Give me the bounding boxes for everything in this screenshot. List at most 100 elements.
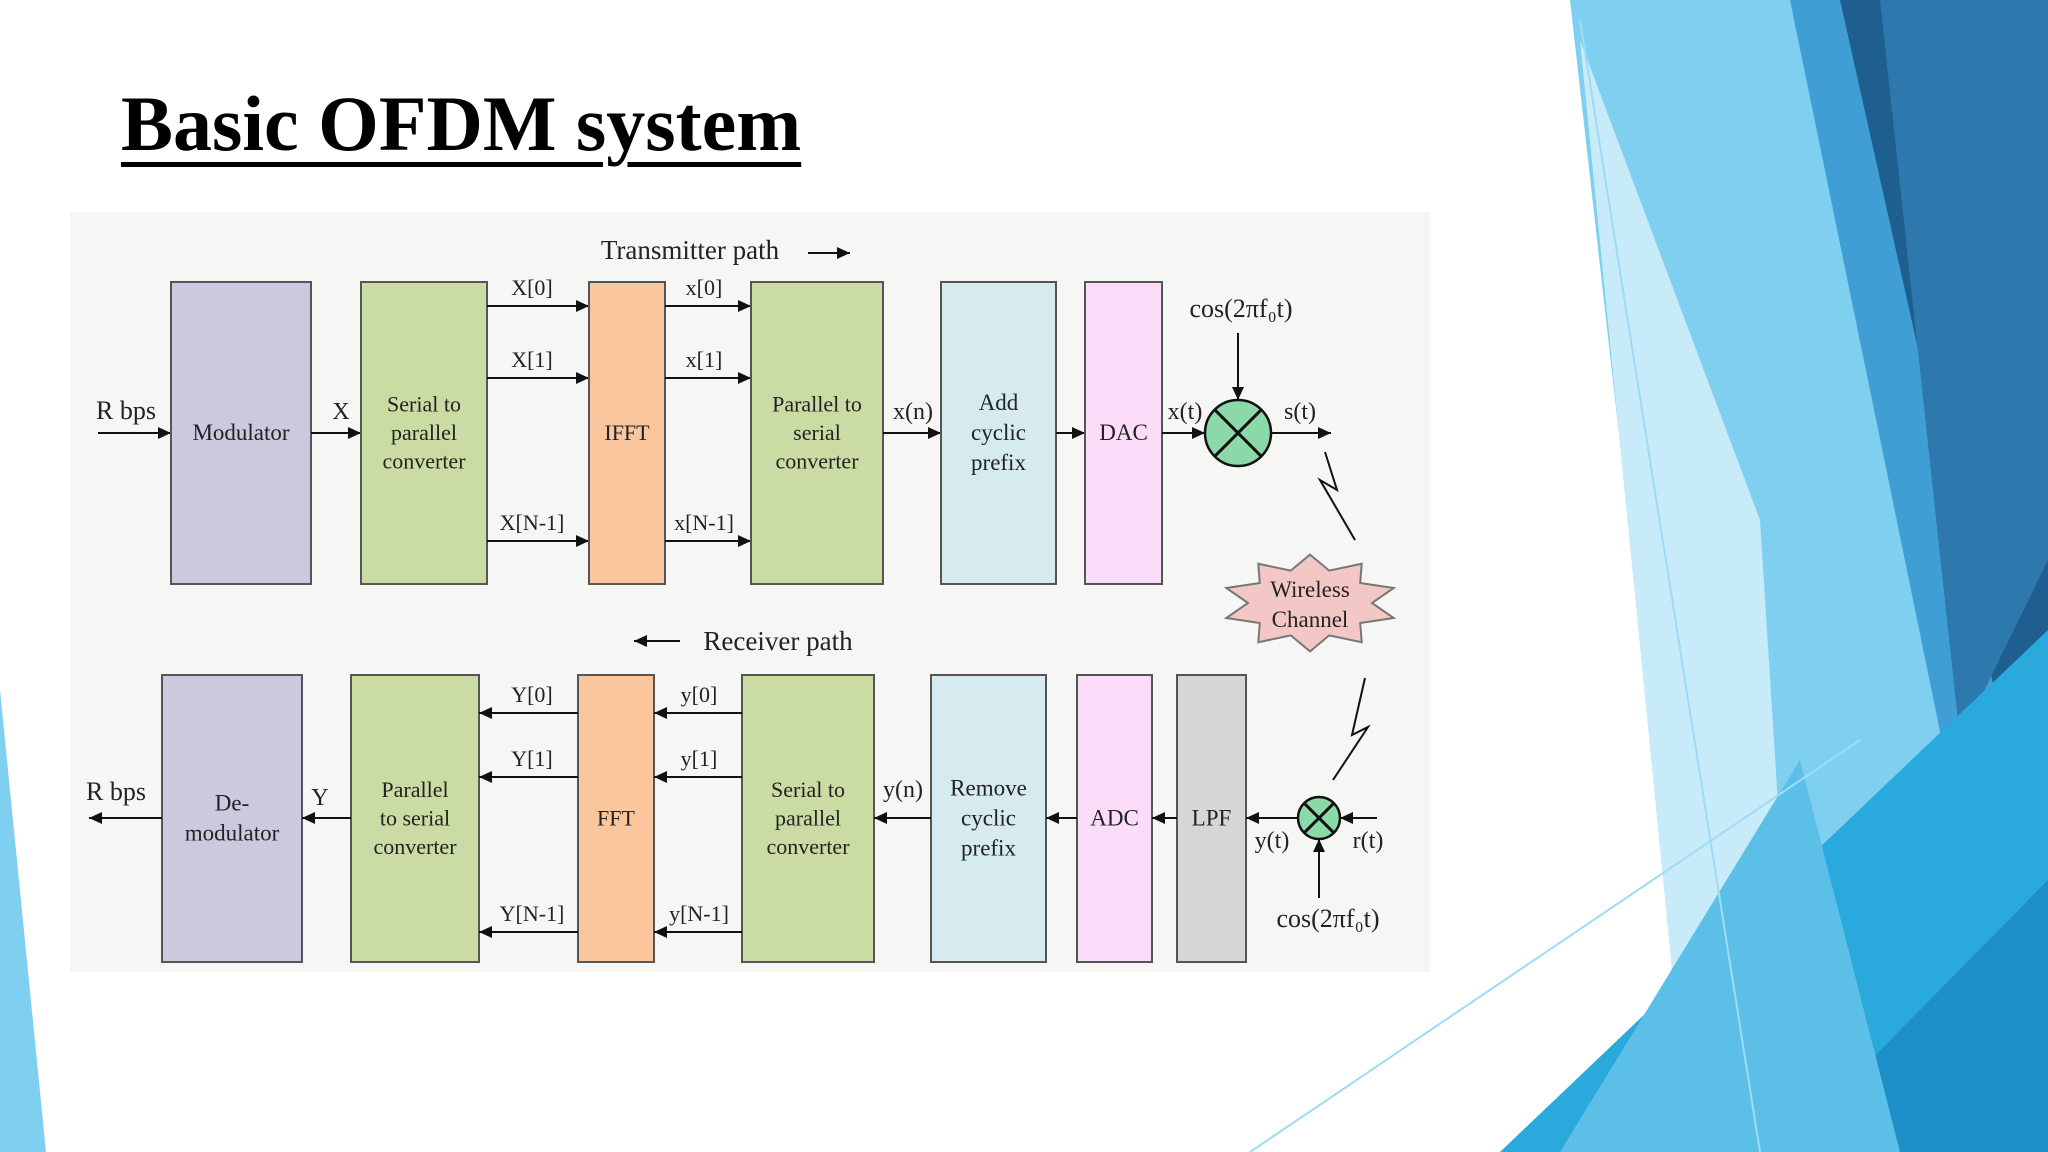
rx-fft-arrow-2-head (479, 926, 492, 938)
rx-s2p-arrow-1-head (654, 771, 667, 783)
rx-demod-arrow-head (302, 812, 315, 824)
remove-cyclic-prefix-block-label: prefix (961, 835, 1016, 860)
tx-cp-arrow-head (1072, 427, 1085, 439)
rx-parallel-to-serial-block-label: converter (373, 834, 457, 859)
wireless-channel-label: Wireless (1270, 577, 1350, 602)
tx-p2s-arrow-head (928, 427, 941, 439)
tx-ifft-out-label: x[N-1] (674, 510, 734, 535)
tx-s2p-out-label: X[1] (511, 347, 553, 372)
tx-s2p-out-label: X[0] (511, 275, 553, 300)
tx-s2p-out-label: X[N-1] (500, 510, 565, 535)
add-cyclic-prefix-block (940, 281, 1057, 585)
rx-carrier-arrow-head (1313, 839, 1325, 852)
rx-fft-in-label: y[1] (681, 746, 718, 771)
deco-shape-steel-blue (1880, 0, 2048, 740)
slide-title: Basic OFDM system (121, 80, 802, 167)
serial-to-parallel-block-label: converter (382, 449, 466, 474)
tx-output-label: s(t) (1284, 399, 1316, 425)
parallel-to-serial-block (750, 281, 884, 585)
tx-dac-out-label: x(t) (1168, 399, 1203, 425)
rx-fft-arrow-1-head (479, 771, 492, 783)
rx-adc-arrow-head (1046, 812, 1059, 824)
fft-block-label: FFT (597, 806, 635, 831)
tx-input-arrow-head (158, 427, 171, 439)
deco-shape-left-strip (0, 690, 46, 1152)
rx-s2p-arrow-0-head (654, 707, 667, 719)
receiver-path-label: Receiver path (703, 626, 853, 656)
rx-serial-to-parallel-block-label: converter (766, 834, 850, 859)
add-cyclic-prefix-block-label: prefix (971, 450, 1026, 475)
transmitter-path-label: Transmitter path (601, 235, 780, 265)
tx-ifft-out-label: x[1] (686, 347, 723, 372)
rx-parallel-to-serial-block (350, 674, 480, 963)
deco-line-1 (1579, 19, 1761, 1152)
rx-serial-to-parallel-block-label: parallel (775, 806, 841, 831)
rx-lpf-arrow-head (1152, 812, 1165, 824)
modulator-block (170, 281, 312, 585)
rx-serial-to-parallel-block (741, 674, 875, 963)
rx-input-arrow-head (1340, 812, 1353, 824)
fft-block (577, 674, 655, 963)
rx-parallel-to-serial-block-label: Parallel (381, 777, 448, 802)
rx-fft-in-label: y[0] (681, 682, 718, 707)
serial-to-parallel-block-label: parallel (391, 420, 457, 445)
tx-antenna-bolt (1317, 451, 1356, 541)
wireless-channel-burst (1223, 553, 1397, 653)
rx-cp-arrow-head (874, 812, 887, 824)
tx-carrier-label: cos(2πf₀t) (1189, 294, 1292, 323)
tx-parallel-arrow-2-head (576, 535, 589, 547)
wireless-channel-label: Channel (1272, 607, 1349, 632)
modulator-block-label: Modulator (192, 420, 289, 445)
tx-output-arrow-head (1318, 427, 1331, 439)
ifft-block (588, 281, 666, 585)
tx-carrier-arrow-head (1232, 387, 1244, 400)
rx-lpf-in-label: y(t) (1255, 828, 1290, 854)
rx-fft-in-label: y[N-1] (669, 901, 729, 926)
dac-block-label: DAC (1099, 420, 1148, 445)
demodulator-block (161, 674, 303, 963)
tx-input-label: R bps (96, 396, 156, 425)
dac-block (1084, 281, 1163, 585)
deco-line-2 (1249, 739, 1861, 1152)
rx-input-label: r(t) (1353, 828, 1384, 854)
deco-shape-sky-bottom (1560, 760, 1900, 1152)
receiver-direction-arrow-head (634, 635, 647, 647)
rx-parallel-to-serial-block-label: to serial (380, 806, 450, 831)
rx-fft-arrow-0-head (479, 707, 492, 719)
serial-to-parallel-block-label: Serial to (387, 391, 461, 416)
demodulator-block-label: De- (215, 791, 249, 816)
rx-s2p-arrow-2-head (654, 926, 667, 938)
rx-demod-in-label: Y (311, 785, 328, 811)
tx-ifft-arrow-0-head (738, 300, 751, 312)
remove-cyclic-prefix-block (930, 674, 1047, 963)
tx-parallel-arrow-1-head (576, 372, 589, 384)
tx-mod-out-label: X (332, 399, 349, 425)
rx-carrier-label: cos(2πf₀t) (1276, 904, 1379, 933)
tx-ifft-out-label: x[0] (686, 275, 723, 300)
parallel-to-serial-block-label: serial (793, 420, 841, 445)
lpf-block-label: LPF (1192, 806, 1232, 831)
adc-block (1076, 674, 1153, 963)
tx-p2s-out-label: x(n) (893, 399, 933, 425)
rx-mixer-out-arrow-head (1246, 812, 1259, 824)
rx-antenna-bolt (1332, 677, 1371, 781)
remove-cyclic-prefix-block-label: Remove (950, 776, 1027, 801)
rx-serial-to-parallel-block-label: Serial to (771, 777, 845, 802)
adc-block-label: ADC (1090, 806, 1139, 831)
rx-p2s-in-label: Y[0] (511, 682, 553, 707)
remove-cyclic-prefix-block-label: cyclic (961, 806, 1016, 831)
tx-mixer-cross (1213, 408, 1263, 458)
tx-ifft-arrow-2-head (738, 535, 751, 547)
ifft-block-label: IFFT (604, 420, 650, 445)
parallel-to-serial-block-label: Parallel to (772, 391, 862, 416)
parallel-to-serial-block-label: converter (775, 449, 859, 474)
tx-mod-arrow-head (348, 427, 361, 439)
add-cyclic-prefix-block-label: cyclic (971, 420, 1026, 445)
rx-p2s-in-label: Y[1] (511, 746, 553, 771)
tx-ifft-arrow-1-head (738, 372, 751, 384)
transmitter-direction-arrow-head (837, 247, 850, 259)
add-cyclic-prefix-block-label: Add (979, 390, 1019, 415)
